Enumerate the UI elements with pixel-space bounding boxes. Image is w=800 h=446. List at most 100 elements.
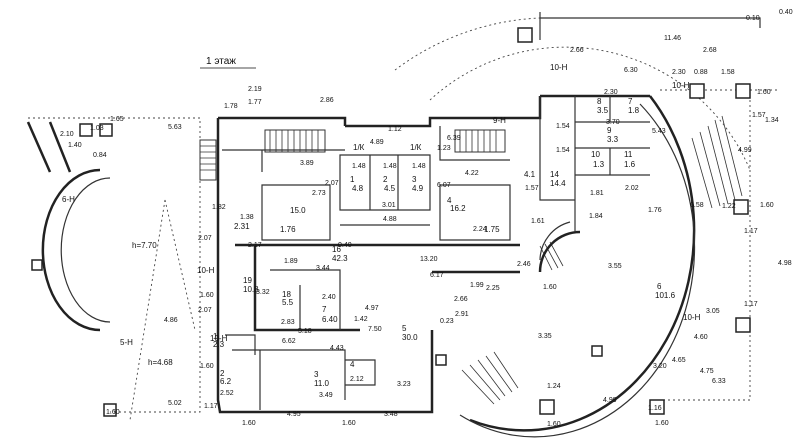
dimension-label: 2.40 (322, 294, 336, 301)
room-label: 30.0 (402, 333, 418, 342)
dimension-label: 6.33 (712, 378, 726, 385)
dimension-label: 0.40 (779, 9, 793, 16)
dimension-label: 3.48 (384, 411, 398, 418)
room-label: 6.40 (322, 315, 338, 324)
dimension-label: 2.30 (672, 69, 686, 76)
dimension-label: 4.60 (694, 334, 708, 341)
dimension-label: 5.43 (652, 128, 666, 135)
dimension-label: 1.17 (204, 403, 218, 410)
room-label: 1.6 (624, 160, 636, 169)
dimension-label: 6.39 (447, 135, 461, 142)
room-label: 2.31 (234, 222, 250, 231)
dimension-label: 1.17 (744, 228, 758, 235)
dimension-label: 11.46 (664, 35, 681, 42)
dimension-label: 1.22 (722, 203, 736, 210)
dimension-label: 2.07 (325, 180, 339, 187)
dimension-label: 6.17 (430, 272, 444, 279)
room-label: 101.6 (655, 291, 676, 300)
dimension-label: 1.03 (90, 125, 104, 132)
dimension-label: 2.66 (570, 47, 584, 54)
dimension-label: 1.78 (224, 103, 238, 110)
room-label: 5.5 (282, 298, 294, 307)
dimension-label: 2.07 (198, 307, 212, 314)
dimension-label: 2.12 (350, 376, 364, 383)
dimension-label: 3.20 (653, 363, 667, 370)
dimension-label: 1.76 (648, 207, 662, 214)
room-label: 10.8 (243, 285, 259, 294)
dimension-label: 0.40 (338, 242, 352, 249)
room-label: 10-Н (197, 266, 215, 275)
room-label: 10-Н (210, 334, 228, 343)
dimension-label: 1.60 (547, 421, 561, 428)
room-label: 1.75 (484, 225, 500, 234)
dimension-label: 1.40 (68, 142, 82, 149)
dimension-label: 2.83 (281, 319, 295, 326)
room-label: 1/К (353, 143, 365, 152)
plan-title: 1 этаж (206, 56, 236, 67)
room-label: 4.1 (524, 170, 536, 179)
dimension-label: 5.18 (298, 328, 312, 335)
room-label: 3 (314, 370, 319, 379)
dimension-label: 2.19 (248, 86, 262, 93)
dimension-label: 1.42 (354, 316, 368, 323)
dimension-label: 1.57 (752, 112, 766, 119)
dimension-label: 4.88 (383, 216, 397, 223)
dimension-label: 6.58 (690, 202, 704, 209)
room-label: 15.0 (290, 206, 306, 215)
dimension-label: 1.38 (240, 214, 254, 221)
dimension-label: 4.65 (672, 357, 686, 364)
room-label: h=4.68 (148, 358, 173, 367)
room-label: 4.8 (352, 184, 364, 193)
room-label: 4 (447, 196, 452, 205)
room-label: 1 (213, 332, 218, 341)
dimension-label: 1.57 (525, 185, 539, 192)
dimension-label: 3.55 (608, 263, 622, 270)
dimension-label: 0.10 (746, 15, 760, 22)
dimension-label: 3.23 (397, 381, 411, 388)
dimension-label: 1.60 (342, 420, 356, 427)
dimension-label: 4.98 (778, 260, 792, 267)
dimension-label: 2.07 (198, 235, 212, 242)
dimension-label: 0.23 (440, 318, 454, 325)
room-label: 2.3 (213, 340, 225, 349)
room-label: 1.3 (593, 160, 605, 169)
dimension-label: 1.48 (383, 163, 397, 170)
dimension-label: 4.97 (365, 305, 379, 312)
room-label: 42.3 (332, 254, 348, 263)
dimension-label: 1.84 (589, 213, 603, 220)
room-label: 1.76 (280, 225, 296, 234)
dimension-label: 2.30 (604, 89, 618, 96)
dimension-label: 1.60 (200, 363, 214, 370)
dimension-label: 4.43 (330, 345, 344, 352)
dimension-label: 1.54 (556, 123, 570, 130)
dimension-label: 1.54 (556, 147, 570, 154)
room-label: 3.3 (607, 135, 619, 144)
room-label: 10-Н (683, 313, 701, 322)
dimension-label: 1.60 (200, 292, 214, 299)
room-label: 6 (657, 282, 662, 291)
dimension-label: 1.60 (757, 89, 771, 96)
dimension-label: 13.20 (420, 256, 438, 263)
dimension-label: 1.58 (721, 69, 735, 76)
room-label: 10-Н (672, 81, 690, 90)
dimension-label: 1.17 (744, 301, 758, 308)
room-label: 14 (550, 170, 559, 179)
dimension-label: 4.99 (603, 397, 617, 404)
left-rotunda (26, 121, 117, 417)
room-label: 3.5 (597, 106, 609, 115)
dimension-label: 1.99 (470, 282, 484, 289)
dimension-label: 3.89 (300, 160, 314, 167)
dimension-label: 4.75 (700, 368, 714, 375)
room-label: 2 (220, 369, 225, 378)
room-label: h=7.70 (132, 241, 157, 250)
dimension-label: 2.02 (625, 185, 639, 192)
dimension-label: 3.35 (538, 333, 552, 340)
room-label: 16 (332, 245, 341, 254)
room-label: 7 (322, 305, 327, 314)
dimension-label: 3.49 (319, 392, 333, 399)
room-label: 4.9 (412, 184, 424, 193)
room-label: 9 (607, 126, 612, 135)
room-label: 6-Н (62, 195, 75, 204)
